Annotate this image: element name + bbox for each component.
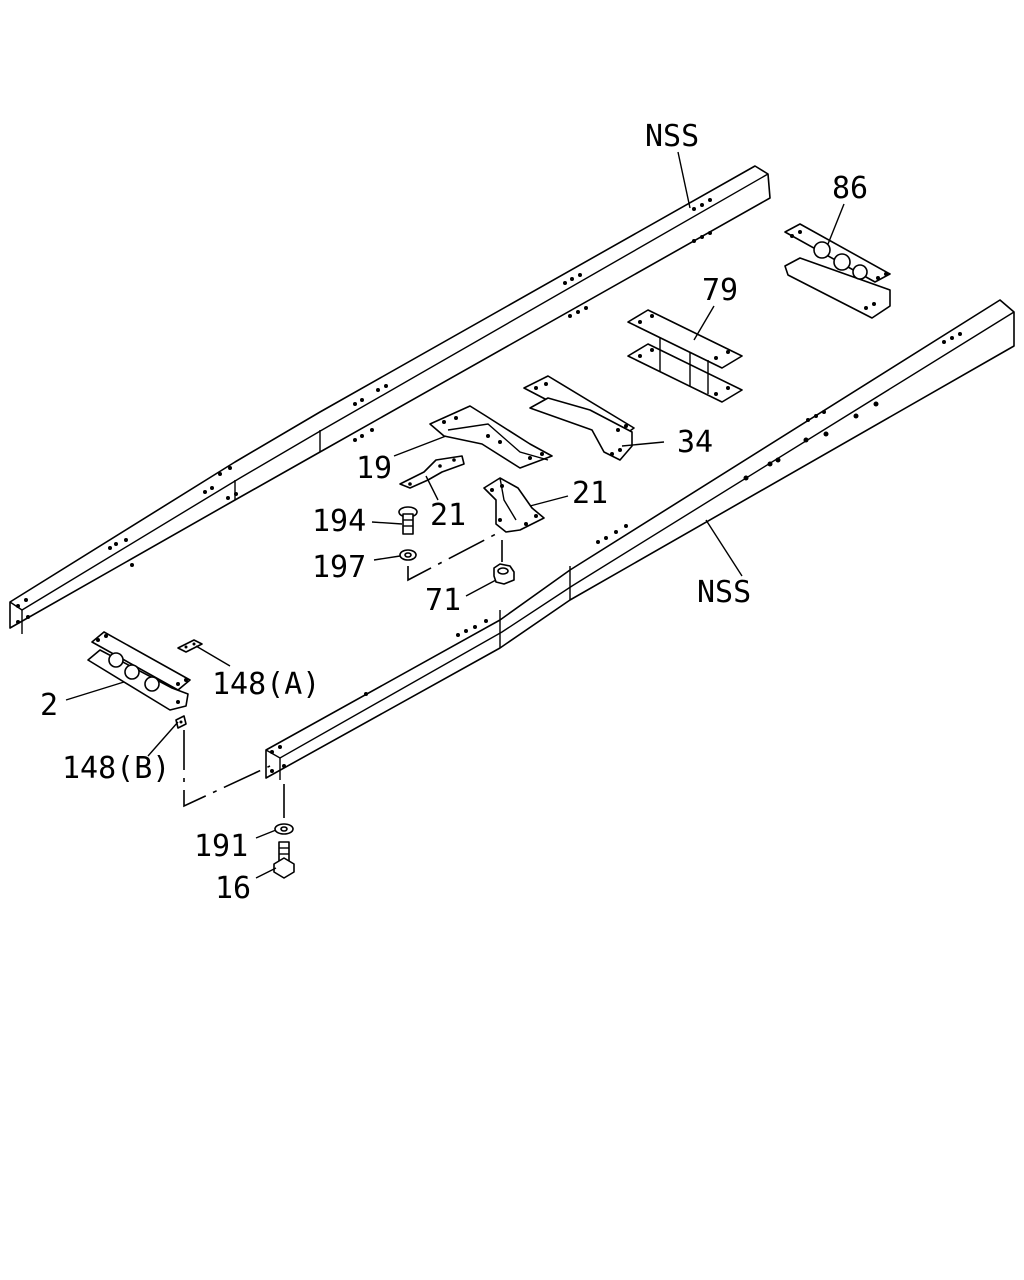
crossmember-86 [784, 223, 891, 319]
washer-197 [399, 549, 417, 561]
label-79: 79 [702, 273, 738, 308]
plate-148a [177, 639, 203, 653]
washer-191 [274, 823, 294, 835]
crossmember-34 [523, 375, 635, 461]
bracket-21-right [483, 477, 545, 533]
label-21-left: 21 [430, 498, 466, 533]
leader-lines [65, 151, 845, 879]
label-194: 194 [312, 504, 366, 539]
nut-71 [493, 563, 515, 585]
right-side-rail [265, 299, 1015, 780]
label-nss-top: NSS [645, 119, 699, 154]
crossmember-79 [627, 309, 743, 403]
assembly-lines [183, 533, 503, 818]
label-148b: 148(B) [62, 751, 170, 786]
label-71: 71 [425, 583, 461, 618]
label-19: 19 [356, 451, 392, 486]
bracket-21-left [399, 455, 465, 489]
crossmember-2 [87, 631, 191, 711]
crossmember-19 [429, 405, 553, 469]
bolt-16 [273, 841, 295, 879]
left-side-rail [9, 165, 771, 634]
label-2: 2 [40, 688, 58, 723]
label-197: 197 [312, 550, 366, 585]
label-21-right: 21 [572, 476, 608, 511]
plate-148b [175, 715, 187, 729]
label-nss-bottom: NSS [697, 575, 751, 610]
label-148a: 148(A) [212, 667, 320, 702]
label-86: 86 [832, 171, 868, 206]
label-16: 16 [215, 871, 251, 906]
label-34: 34 [677, 425, 713, 460]
bolt-194 [398, 506, 418, 535]
label-191: 191 [194, 829, 248, 864]
